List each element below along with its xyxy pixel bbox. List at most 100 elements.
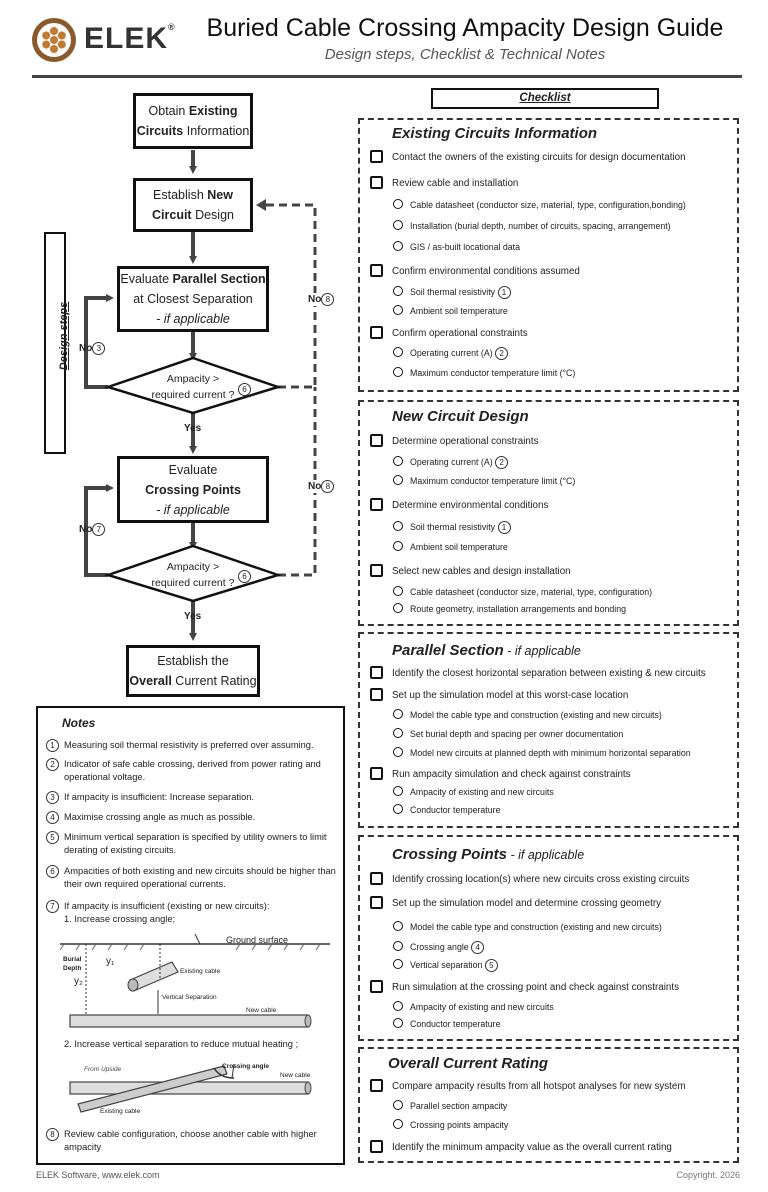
checkbox[interactable] xyxy=(370,666,383,679)
radio[interactable] xyxy=(393,804,403,814)
radio[interactable] xyxy=(393,475,403,485)
note-ref-6: 6 xyxy=(238,570,251,583)
checklist-item[interactable]: Set up the simulation model at this wors… xyxy=(370,688,628,703)
radio[interactable] xyxy=(393,241,403,251)
checklist-subitem[interactable]: Set burial depth and spacing per owner d… xyxy=(393,728,623,740)
checklist-subitem[interactable]: Ambient soil temperature xyxy=(393,305,508,317)
radio[interactable] xyxy=(393,1100,403,1110)
radio[interactable] xyxy=(393,1001,403,1011)
checklist-subitem[interactable]: Ambient soil temperature xyxy=(393,541,508,553)
radio[interactable] xyxy=(393,921,403,931)
checklist-item[interactable]: Determine operational constraints xyxy=(370,434,539,449)
radio[interactable] xyxy=(393,286,403,296)
cable-depth-diagram xyxy=(60,933,330,1028)
checklist-subitem[interactable]: Maximum conductor temperature limit (°C) xyxy=(393,367,575,379)
checkbox[interactable] xyxy=(370,896,383,909)
radio[interactable] xyxy=(393,1119,403,1129)
checklist-subitem[interactable]: Model new circuits at planned depth with… xyxy=(393,747,691,759)
checklist-subitem[interactable]: Ampacity of existing and new circuits xyxy=(393,786,554,798)
radio[interactable] xyxy=(393,709,403,719)
checklist-subitem[interactable]: Operating current (A) 2 xyxy=(393,347,509,361)
checkbox[interactable] xyxy=(370,980,383,993)
decision-1-line1: Ampacity > xyxy=(166,373,220,385)
checkbox[interactable] xyxy=(370,872,383,885)
notes-panel xyxy=(36,706,345,1165)
radio[interactable] xyxy=(393,728,403,738)
checkbox[interactable] xyxy=(370,564,383,577)
checklist-subitem[interactable]: Cable datasheet (conductor size, materia… xyxy=(393,586,652,598)
radio[interactable] xyxy=(393,603,403,613)
checklist-subitem[interactable]: Conductor temperature xyxy=(393,1018,500,1030)
checkbox[interactable] xyxy=(370,264,383,277)
radio[interactable] xyxy=(393,786,403,796)
radio[interactable] xyxy=(393,521,403,531)
checklist-subitem[interactable]: Model the cable type and construction (e… xyxy=(393,921,662,933)
checklist-subitem[interactable]: GIS / as-built locational data xyxy=(393,241,520,253)
radio[interactable] xyxy=(393,305,403,315)
checkbox[interactable] xyxy=(370,326,383,339)
checklist-item[interactable]: Identify the closest horizontal separati… xyxy=(370,666,706,681)
checklist-subitem[interactable]: Maximum conductor temperature limit (°C) xyxy=(393,475,575,487)
checklist-item[interactable]: Run simulation at the crossing point and… xyxy=(370,980,679,995)
radio[interactable] xyxy=(393,941,403,951)
radio[interactable] xyxy=(393,959,403,969)
decision-2-line1: Ampacity > xyxy=(166,561,220,573)
checklist-subitem[interactable]: Crossing points ampacity xyxy=(393,1119,508,1131)
elek-logo-icon xyxy=(32,18,76,62)
checklist-subitem[interactable]: Operating current (A) 2 xyxy=(393,456,509,470)
checklist-subitem[interactable]: Installation (burial depth, number of ci… xyxy=(393,220,671,232)
checkbox[interactable] xyxy=(370,1140,383,1153)
checkbox[interactable] xyxy=(370,176,383,189)
radio[interactable] xyxy=(393,199,403,209)
checklist-subitem[interactable]: Soil thermal resistivity 1 xyxy=(393,521,511,535)
radio[interactable] xyxy=(393,1018,403,1028)
step-crossing-line3: - if applicable xyxy=(156,502,230,517)
checklist-subitem[interactable]: Route geometry, installation arrangement… xyxy=(393,603,626,615)
checklist-item[interactable]: Review cable and installation xyxy=(370,176,518,191)
checklist-item[interactable]: Identify crossing location(s) where new … xyxy=(370,872,689,887)
checklist-item[interactable]: Run ampacity simulation and check agains… xyxy=(370,767,631,782)
radio[interactable] xyxy=(393,456,403,466)
checklist-subitem[interactable]: Soil thermal resistivity 1 xyxy=(393,286,511,300)
checkbox[interactable] xyxy=(370,150,383,163)
from-upside-label: From Upside xyxy=(84,1066,122,1073)
checklist-item[interactable]: Set up the simulation model and determin… xyxy=(370,896,661,911)
checklist-subitem[interactable]: Vertical separation 5 xyxy=(393,959,498,973)
step-crossing-points: Evaluate Crossing Points - if applicable xyxy=(117,456,269,523)
radio[interactable] xyxy=(393,367,403,377)
checkbox[interactable] xyxy=(370,1079,383,1092)
checklist-subitem[interactable]: Ampacity of existing and new circuits xyxy=(393,1001,554,1013)
checkbox[interactable] xyxy=(370,688,383,701)
checklist-subitem[interactable]: Crossing angle 4 xyxy=(393,941,485,955)
checklist-item[interactable]: Identify the minimum ampacity value as t… xyxy=(370,1140,672,1155)
section-overall xyxy=(358,1047,739,1163)
checklist-subitem[interactable]: Conductor temperature xyxy=(393,804,500,816)
checklist-subitem[interactable]: Model the cable type and construction (e… xyxy=(393,709,662,721)
checklist-item[interactable]: Confirm environmental conditions assumed xyxy=(370,264,580,279)
checklist-item[interactable]: Contact the owners of the existing circu… xyxy=(370,150,686,165)
radio[interactable] xyxy=(393,541,403,551)
radio[interactable] xyxy=(393,347,403,357)
checkbox[interactable] xyxy=(370,767,383,780)
checklist-item[interactable]: Confirm operational constraints xyxy=(370,326,528,341)
y1-label: y₁ xyxy=(106,956,115,967)
checklist-item[interactable]: Determine environmental conditions xyxy=(370,498,548,513)
checkbox[interactable] xyxy=(370,434,383,447)
radio[interactable] xyxy=(393,747,403,757)
checklist-subitem[interactable]: Parallel section ampacity xyxy=(393,1100,507,1112)
checkbox[interactable] xyxy=(370,498,383,511)
radio[interactable] xyxy=(393,220,403,230)
vertical-separation-label: Vertical Separation xyxy=(162,994,217,1001)
radio[interactable] xyxy=(393,586,403,596)
checklist-item[interactable]: Select new cables and design installatio… xyxy=(370,564,571,579)
checklist-item[interactable]: Compare ampacity results from all hotspo… xyxy=(370,1079,685,1094)
checklist-subitem[interactable]: Cable datasheet (conductor size, materia… xyxy=(393,199,686,211)
